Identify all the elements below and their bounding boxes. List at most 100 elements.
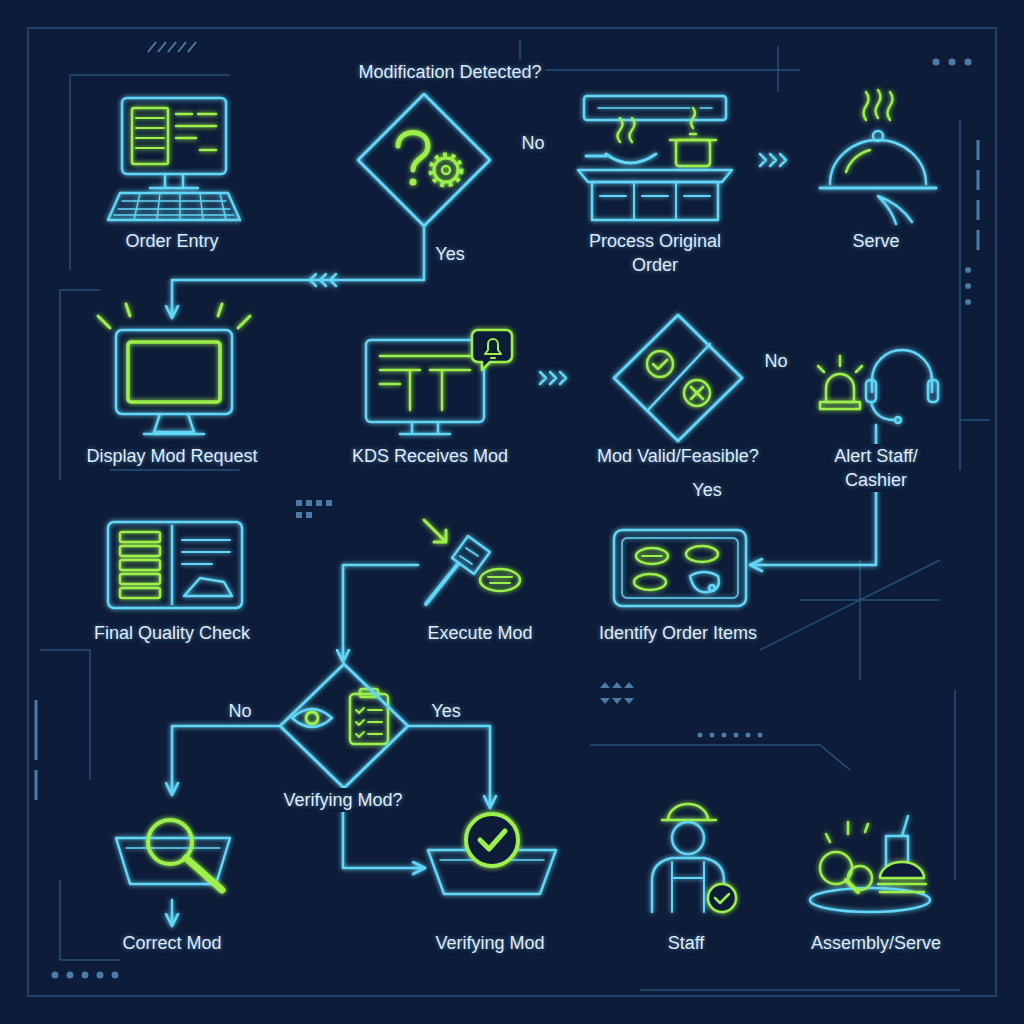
- magnifier-icon: [186, 858, 222, 890]
- branch-label: Yes: [692, 479, 721, 501]
- kitchen-icon: [578, 170, 732, 182]
- check-cross-icon: [647, 351, 673, 377]
- flow-arrow: [744, 377, 818, 380]
- process-step: Alert Staff/ Cashier: [818, 340, 943, 425]
- kitchen-icon: [586, 154, 656, 163]
- tray-items-icon: [634, 574, 666, 590]
- computer-icon: [108, 98, 240, 220]
- checklist-book-icon: [120, 574, 160, 584]
- check-cross-icon: [691, 387, 703, 399]
- frame-decoration: [28, 28, 996, 996]
- step-label: Serve: [848, 229, 903, 253]
- checklist-book-icon: [184, 578, 232, 596]
- dot-decoration: [698, 733, 703, 738]
- alert-headset-icon: [818, 350, 938, 423]
- alert-headset-icon: [826, 374, 854, 402]
- computer-icon: [136, 118, 164, 148]
- computer-icon: [132, 108, 168, 164]
- alert-headset-icon: [820, 402, 860, 409]
- branch-label: Yes: [431, 700, 460, 722]
- dot-decoration: [746, 733, 751, 738]
- dot-decoration: [933, 59, 940, 66]
- dot-decoration: [316, 500, 322, 506]
- alert-headset-icon: [871, 402, 895, 420]
- dot-decoration: [710, 733, 715, 738]
- checklist-book-icon: [182, 540, 230, 564]
- computer-icon: [150, 174, 198, 188]
- check-cross-icon: [653, 360, 667, 369]
- process-step: Staff: [628, 795, 743, 913]
- kds-icon: [366, 330, 512, 434]
- magnifier-icon: [116, 820, 230, 926]
- kds-icon: [366, 340, 484, 422]
- question-gear-icon: [431, 155, 461, 185]
- process-step: Identify Order Items: [610, 525, 750, 607]
- flow-arrow: [172, 726, 278, 795]
- check-cross-icon: [684, 380, 710, 406]
- spatula-icon: [480, 569, 520, 591]
- branch-label: No: [521, 132, 544, 154]
- kitchen-icon: [676, 140, 710, 166]
- meal-icon: [880, 862, 924, 878]
- process-step: Assembly/Serve: [808, 800, 938, 915]
- meal-icon: [848, 866, 872, 890]
- flow-arrow: [343, 565, 418, 662]
- dot-decoration: [949, 59, 956, 66]
- dot-decoration: [82, 972, 89, 979]
- magnifier-icon: [171, 900, 174, 926]
- process-step: Execute Mod: [418, 512, 523, 610]
- kitchen-icon: [670, 134, 716, 140]
- step-label: Correct Mod: [118, 931, 225, 955]
- diamond-outline: [356, 92, 492, 228]
- frame-decoration: [28, 28, 996, 996]
- cloche-icon: [864, 90, 893, 120]
- display-icon: [98, 304, 250, 434]
- question-gear-icon: [442, 166, 450, 174]
- process-step: Order Entry: [110, 92, 235, 222]
- dot-decoration: [734, 733, 739, 738]
- kitchen-icon: [618, 108, 696, 142]
- dot-decoration: [600, 682, 634, 704]
- flow-arrow: [728, 159, 820, 162]
- kitchen-icon: [584, 96, 726, 120]
- kds-icon: [472, 330, 512, 370]
- cloche-icon: [878, 196, 912, 224]
- staff-icon: [652, 804, 736, 912]
- decision-diamond: Modification Detected?: [356, 92, 492, 228]
- process-step: Correct Mod: [112, 795, 234, 900]
- question-gear-icon: [398, 133, 428, 171]
- computer-icon: [122, 98, 226, 174]
- step-label: Verifying Mod?: [279, 788, 406, 812]
- meal-icon: [878, 884, 926, 892]
- computer-icon: [176, 114, 216, 150]
- tray-items-icon: [636, 548, 668, 564]
- process-step: Final Quality Check: [105, 518, 243, 608]
- alert-headset-icon: [872, 350, 932, 392]
- diamond-outline: [358, 94, 490, 226]
- question-gear-icon: [434, 158, 458, 182]
- dot-decoration: [965, 59, 972, 66]
- step-label: Assembly/Serve: [807, 931, 945, 955]
- staff-icon: [708, 884, 736, 912]
- computer-icon: [108, 193, 240, 220]
- spatula-icon: [460, 548, 478, 564]
- diamond-outline: [614, 315, 742, 441]
- branch-label: No: [764, 350, 787, 372]
- eye-clipboard-icon: [292, 709, 332, 727]
- eye-clipboard-icon: [356, 708, 382, 737]
- staff-icon: [662, 804, 716, 820]
- step-label: Process Original Order: [571, 229, 739, 277]
- spatula-icon: [452, 536, 490, 574]
- process-step: Serve: [820, 88, 932, 222]
- step-label: Final Quality Check: [90, 621, 254, 645]
- eye-clipboard-icon: [292, 689, 388, 744]
- dot-decoration: [306, 500, 312, 506]
- verified-tray-icon: [480, 831, 505, 849]
- frame-decoration: [977, 140, 980, 250]
- dot-decoration: [97, 972, 104, 979]
- dot-decoration: [306, 512, 312, 518]
- step-label: Identify Order Items: [595, 621, 761, 645]
